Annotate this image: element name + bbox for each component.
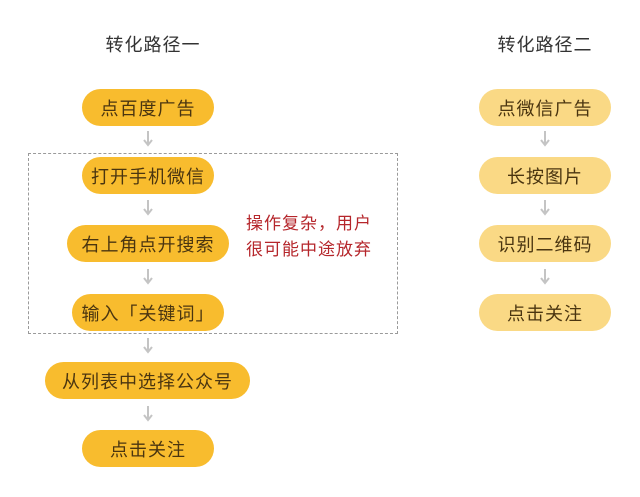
note-line-2: 很可能中途放弃 bbox=[246, 240, 372, 260]
path2-step-3: 识别二维码 bbox=[479, 225, 611, 262]
path1-step-1: 点百度广告 bbox=[82, 89, 214, 126]
path1-step-2: 打开手机微信 bbox=[82, 157, 214, 194]
note-line-1: 操作复杂，用户 bbox=[246, 214, 372, 234]
complex-steps-box bbox=[28, 153, 398, 334]
arrow-down-icon bbox=[540, 131, 550, 147]
step-label: 右上角点开搜索 bbox=[81, 234, 215, 256]
arrow-down-icon bbox=[143, 269, 153, 285]
arrow-down-icon bbox=[143, 338, 153, 354]
arrow-down-icon bbox=[540, 269, 550, 285]
step-label: 点击关注 bbox=[507, 303, 583, 325]
arrow-down-icon bbox=[540, 200, 550, 216]
path1-step-4: 输入「关键词」 bbox=[72, 294, 224, 331]
step-label: 识别二维码 bbox=[497, 234, 593, 256]
arrow-down-icon bbox=[143, 200, 153, 216]
step-label: 打开手机微信 bbox=[91, 166, 205, 188]
path1-step-3: 右上角点开搜索 bbox=[67, 225, 229, 262]
path1-step-6: 点击关注 bbox=[82, 430, 214, 467]
arrow-down-icon bbox=[143, 131, 153, 147]
step-label: 点击关注 bbox=[110, 439, 186, 461]
path1-title: 转化路径一 bbox=[105, 35, 201, 56]
arrow-down-icon bbox=[143, 406, 153, 422]
step-label: 输入「关键词」 bbox=[81, 303, 215, 325]
path2-step-1: 点微信广告 bbox=[479, 89, 611, 126]
step-label: 长按图片 bbox=[507, 166, 583, 188]
warning-note: 操作复杂，用户 很可能中途放弃 bbox=[246, 211, 372, 263]
path2-title: 转化路径二 bbox=[497, 35, 593, 56]
path1-step-5: 从列表中选择公众号 bbox=[45, 362, 250, 399]
path2-step-2: 长按图片 bbox=[479, 157, 611, 194]
step-label: 点微信广告 bbox=[497, 98, 593, 120]
step-label: 点百度广告 bbox=[100, 98, 196, 120]
step-label: 从列表中选择公众号 bbox=[62, 371, 233, 393]
path2-step-4: 点击关注 bbox=[479, 294, 611, 331]
